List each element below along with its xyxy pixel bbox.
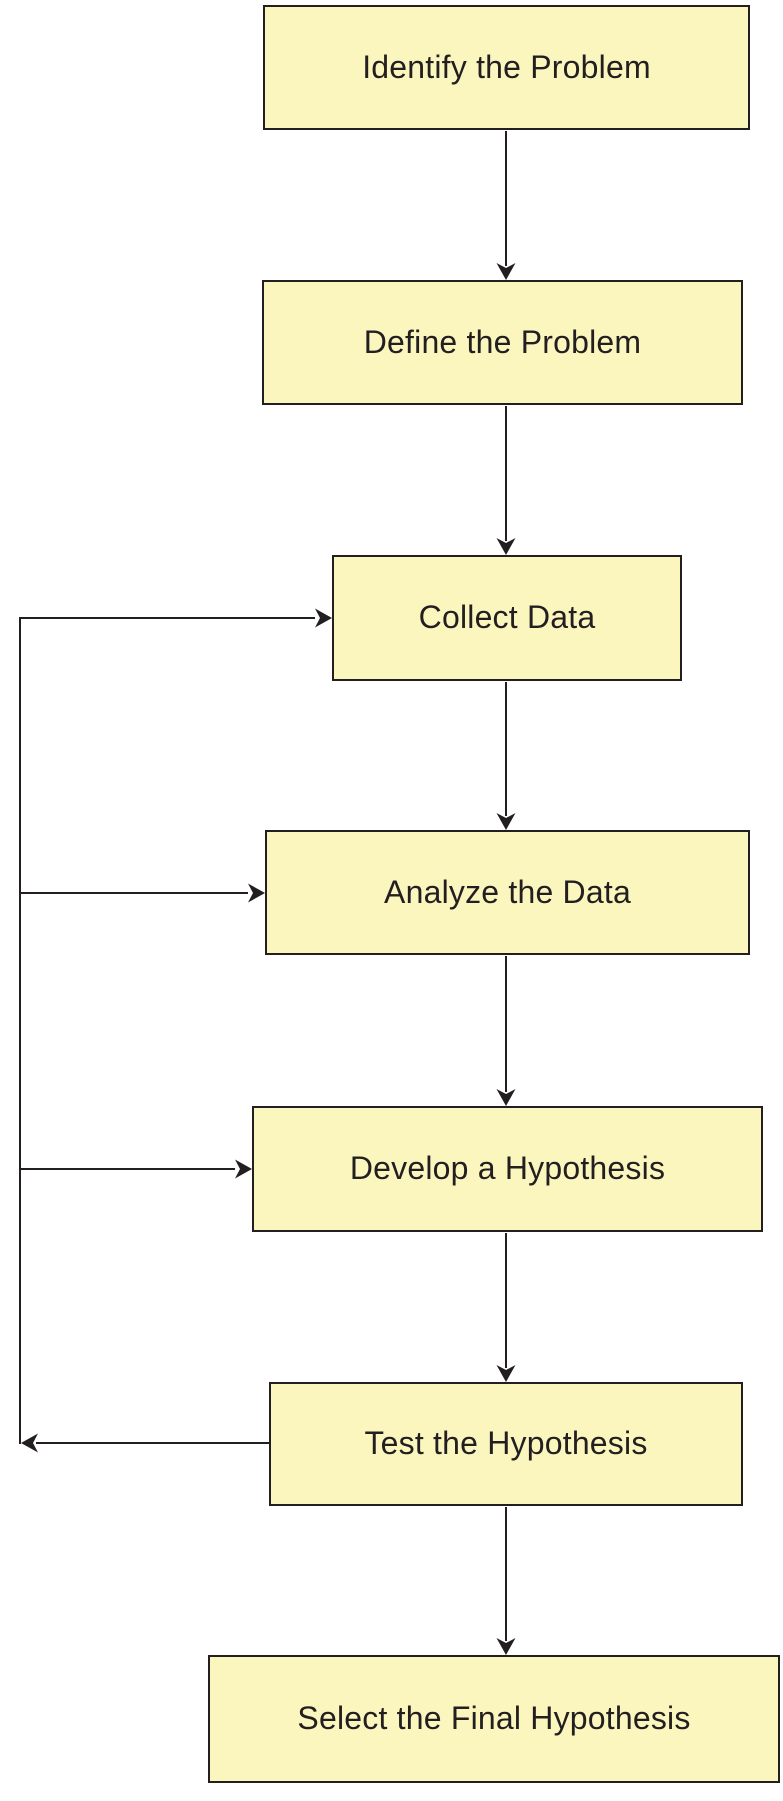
- arrowhead-down-develop: [496, 1089, 516, 1106]
- node-label: Develop a Hypothesis: [349, 1150, 666, 1187]
- node-select-the-final-hypothesis: Select the Final Hypothesis: [208, 1655, 780, 1783]
- node-test-the-hypothesis: Test the Hypothesis: [269, 1382, 743, 1506]
- node-label: Identify the Problem: [362, 48, 651, 85]
- arrowhead-down-define: [496, 263, 516, 280]
- arrowhead-right-develop: [235, 1159, 252, 1179]
- node-collect-data: Collect Data: [332, 555, 682, 681]
- arrowhead-right-collect: [315, 608, 332, 628]
- arrowhead-down-analyze: [496, 813, 516, 830]
- arrowhead-down-collect: [496, 538, 516, 555]
- node-label: Collect Data: [418, 599, 596, 636]
- node-label: Test the Hypothesis: [364, 1425, 648, 1462]
- arrowhead-right-analyze: [248, 883, 265, 903]
- node-define-the-problem: Define the Problem: [262, 280, 743, 405]
- node-label: Analyze the Data: [384, 873, 631, 910]
- node-label: Select the Final Hypothesis: [297, 1700, 691, 1737]
- node-analyze-the-data: Analyze the Data: [265, 830, 750, 955]
- arrowhead-down-test: [496, 1365, 516, 1382]
- arrowhead-left-feedback: [21, 1433, 38, 1453]
- node-develop-a-hypothesis: Develop a Hypothesis: [252, 1106, 763, 1232]
- arrowhead-down-select: [496, 1638, 516, 1655]
- node-label: Define the Problem: [363, 323, 642, 360]
- node-identify-the-problem: Identify the Problem: [263, 5, 750, 130]
